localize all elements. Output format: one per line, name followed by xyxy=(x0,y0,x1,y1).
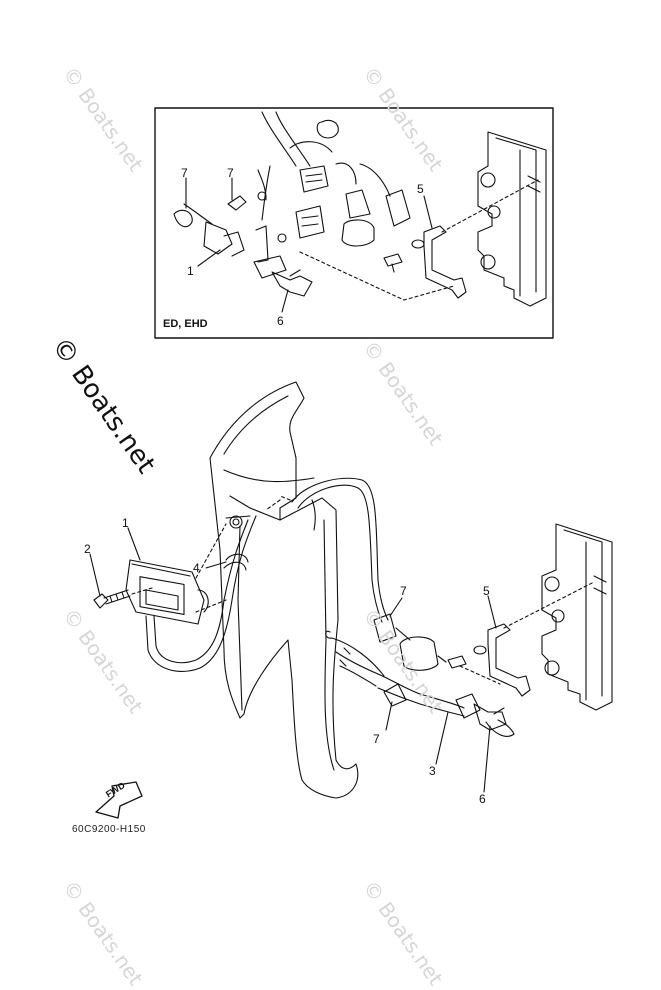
callout-number: 2 xyxy=(84,542,91,556)
main-bracket-5 xyxy=(447,623,531,697)
callout-number: 1 xyxy=(122,516,129,530)
inset-harness xyxy=(173,111,411,297)
callout-number: 4 xyxy=(193,561,200,575)
callout-number: 5 xyxy=(417,182,424,196)
callout-number: 7 xyxy=(227,166,234,180)
callout-number: 7 xyxy=(373,732,380,746)
callout-number: 1 xyxy=(187,264,194,278)
callout-number: 6 xyxy=(277,314,284,328)
callout-number: 5 xyxy=(483,584,490,598)
exploded-diagram xyxy=(89,107,613,819)
screw xyxy=(93,589,131,609)
main-harness xyxy=(325,613,515,737)
inset-mounting-bracket xyxy=(477,131,547,307)
diagram-part-code: 60C9200-H150 xyxy=(72,824,146,835)
inset-model-label: ED, EHD xyxy=(163,318,208,330)
callout-number: 7 xyxy=(181,166,188,180)
cowling-panel xyxy=(209,381,359,799)
callout-number: 7 xyxy=(400,584,407,598)
meter-cable xyxy=(145,477,389,672)
inset-bracket-5 xyxy=(383,225,467,299)
fwd-arrow xyxy=(95,781,143,819)
callout-number: 6 xyxy=(479,792,486,806)
inset-frame xyxy=(154,107,554,339)
main-mounting-bracket xyxy=(541,523,613,711)
callout-number: 3 xyxy=(429,764,436,778)
